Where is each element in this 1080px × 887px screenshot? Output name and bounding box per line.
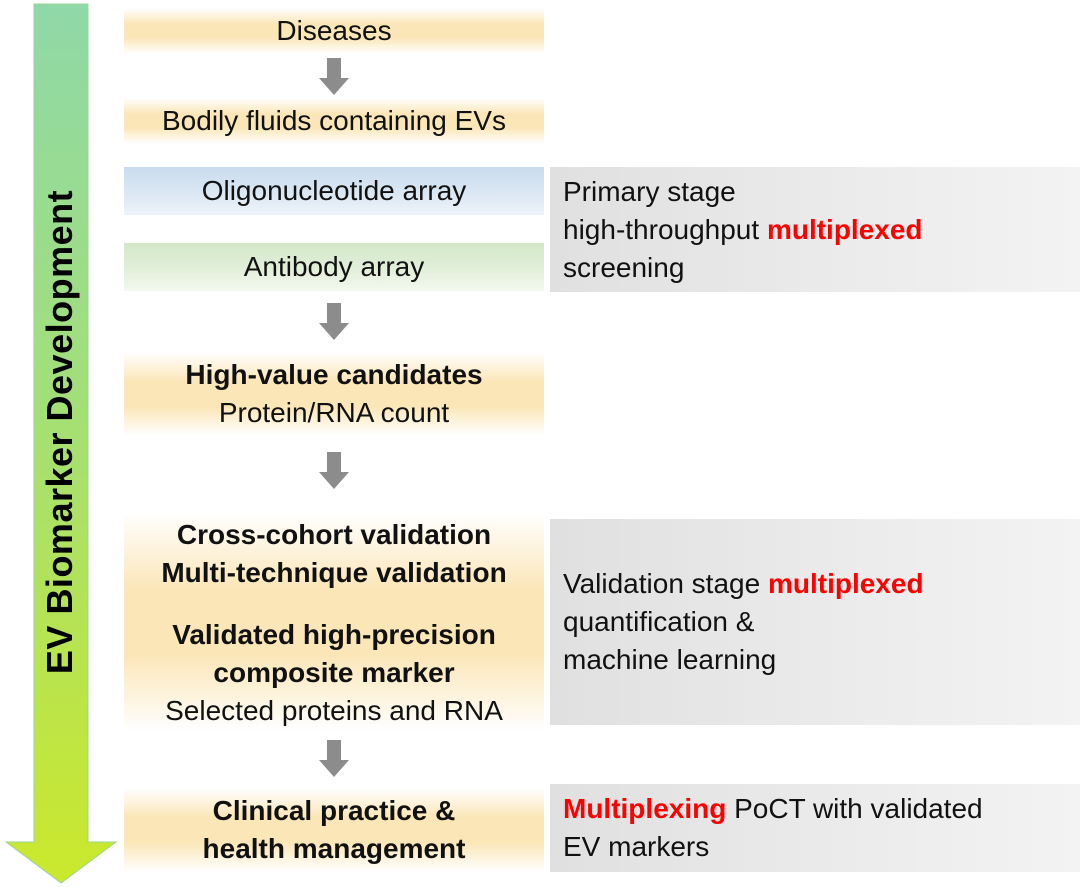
clinical-stage-highlight: Multiplexing xyxy=(563,793,727,824)
oligonucleotide-array-box: Oligonucleotide array xyxy=(124,167,544,215)
development-arrow-label: EV Biomarker Development xyxy=(39,189,80,675)
validation-line-2: Multi-technique validation xyxy=(161,557,507,588)
bodily-fluids-label: Bodily fluids containing EVs xyxy=(162,105,506,136)
primary-stage-line-1: Primary stage xyxy=(563,175,736,207)
down-arrow-icon xyxy=(319,740,349,777)
bodily-fluids-box: Bodily fluids containing EVs xyxy=(124,98,544,144)
primary-stage-panel: Primary stage high-throughput multiplexe… xyxy=(550,167,1080,292)
down-arrow-icon xyxy=(319,303,349,340)
candidates-subtitle: Protein/RNA count xyxy=(218,397,450,428)
composite-marker-line-1: Validated high-precision xyxy=(172,619,496,650)
diseases-label: Diseases xyxy=(276,15,392,46)
clinical-stage-line-1: Multiplexing PoCT with validated xyxy=(563,790,1080,828)
down-arrow-icon xyxy=(319,58,349,95)
clinical-line-2: health management xyxy=(202,833,466,864)
candidates-title: High-value candidates xyxy=(185,359,483,390)
validation-stage-line-3: machine learning xyxy=(563,644,777,675)
antibody-array-label: Antibody array xyxy=(243,251,425,282)
primary-stage-highlight: multiplexed xyxy=(766,213,923,245)
clinical-stage-line-1-text: PoCT with validated xyxy=(726,793,983,824)
diseases-box: Diseases xyxy=(124,8,544,54)
composite-marker-line-2: composite marker xyxy=(213,657,455,688)
validation-stage-highlight: multiplexed xyxy=(767,568,924,599)
development-arrow: EV Biomarker Development xyxy=(0,0,118,887)
development-arrow-shape xyxy=(4,3,118,884)
antibody-array-box: Antibody array xyxy=(124,243,544,291)
high-value-candidates-box: High-value candidates Protein/RNA count xyxy=(124,352,544,436)
clinical-practice-box: Clinical practice & health management xyxy=(124,788,544,872)
clinical-stage-line-2: EV markers xyxy=(563,831,710,862)
composite-marker-subtitle: Selected proteins and RNA xyxy=(165,695,503,726)
validation-box: Cross-cohort validation Multi-technique … xyxy=(124,512,544,732)
oligonucleotide-array-label: Oligonucleotide array xyxy=(201,175,467,206)
validation-stage-panel: Validation stage multiplexed quantificat… xyxy=(550,519,1080,725)
down-arrow-icon xyxy=(319,452,349,489)
primary-stage-line-2-text: high-throughput xyxy=(563,213,767,245)
clinical-line-1: Clinical practice & xyxy=(212,795,456,826)
validation-line-1: Cross-cohort validation xyxy=(176,519,492,550)
primary-stage-line-3: screening xyxy=(563,251,685,283)
validation-stage-line-1: Validation stage multiplexed xyxy=(563,565,1080,603)
primary-stage-line-2: high-throughput multiplexed xyxy=(563,211,1080,249)
validation-stage-line-1-text: Validation stage xyxy=(563,568,768,599)
clinical-stage-panel: Multiplexing PoCT with validated EV mark… xyxy=(550,784,1080,872)
validation-stage-line-2: quantification & xyxy=(563,606,755,637)
